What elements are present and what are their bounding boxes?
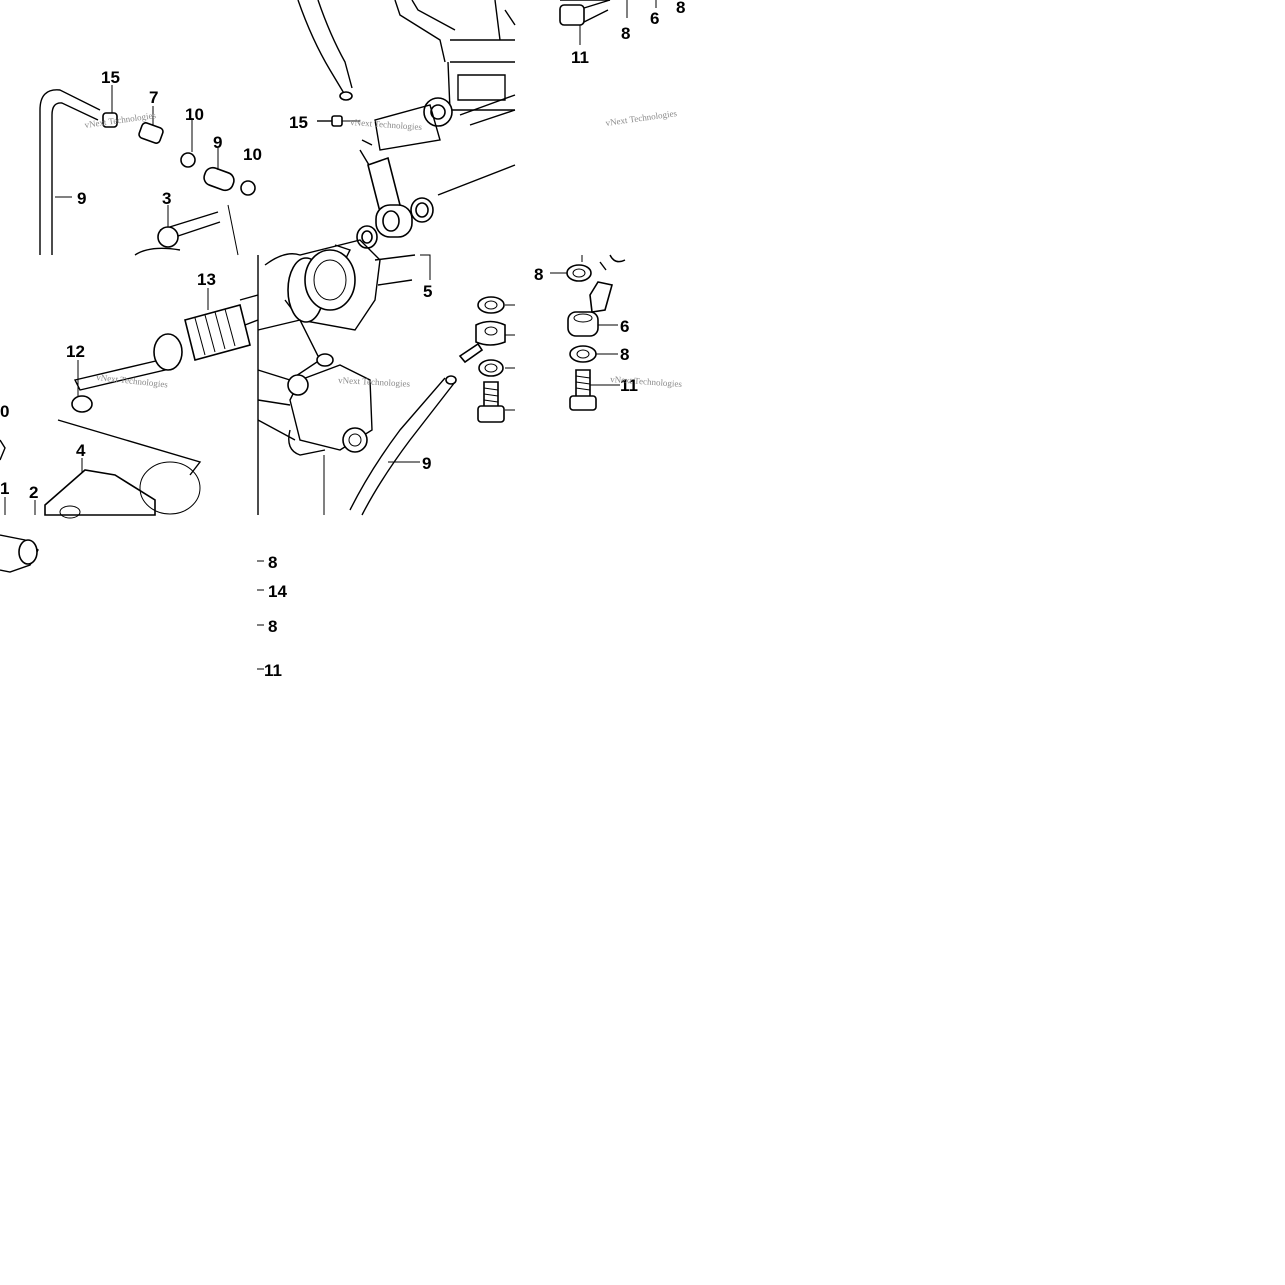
banjo-union-5 (334, 139, 434, 280)
watermark-text: vNext Technologies (96, 372, 169, 390)
flange-4 (0, 439, 201, 573)
callout-label: 15 (101, 68, 120, 87)
callout-label: 8 (620, 345, 629, 364)
callout-label: 8 (621, 24, 630, 43)
callout-label: 8 (268, 617, 277, 636)
right-banjo-6 (550, 254, 626, 411)
clamp-15-mid (317, 115, 360, 127)
callout-label: 9 (422, 454, 431, 473)
callout-label: 11 (264, 661, 282, 680)
upper-housing-assembly (297, 0, 516, 196)
callout-label: 13 (197, 270, 216, 289)
callout-label: 15 (289, 113, 308, 132)
callout-label: 6 (620, 317, 629, 336)
callout-label: 3 (162, 189, 171, 208)
callout-label: 1 (0, 479, 9, 498)
callout-label: 5 (423, 282, 432, 301)
bottom-leader-lines (257, 560, 264, 670)
callout-label: 9 (213, 133, 222, 152)
callout-label: 8 (676, 0, 685, 17)
hose-9-mid (349, 375, 457, 516)
callout-label: 9 (77, 189, 86, 208)
middle-banjo-stack (458, 296, 515, 423)
callout-label: 2 (29, 483, 38, 502)
callout-label: 7 (149, 88, 158, 107)
callout-label: 6 (650, 9, 659, 28)
callout-label: 11 (620, 376, 638, 395)
watermark-text: vNext Technologies (605, 108, 678, 128)
watermark-text: vNext Technologies (338, 375, 411, 389)
pump-body (257, 239, 416, 515)
top-right-bolt (559, 0, 657, 45)
callout-label: 14 (268, 582, 287, 601)
callout-label: 10 (185, 105, 204, 124)
callout-label: 8 (534, 265, 543, 284)
left-hose-assembly (39, 85, 256, 256)
callout-label: 4 (76, 441, 86, 460)
callout-label: 10 (243, 145, 262, 164)
watermark-text: vNext Technologies (350, 117, 423, 132)
callout-label: 0 (0, 402, 9, 421)
gear-shaft-13 (57, 288, 259, 476)
callout-labels: 11 8 6 8 15 7 10 9 10 9 3 15 5 9 13 12 0… (0, 0, 685, 680)
callout-label: 12 (66, 342, 85, 361)
callout-label: 8 (268, 553, 277, 572)
callout-label: 11 (571, 48, 589, 67)
